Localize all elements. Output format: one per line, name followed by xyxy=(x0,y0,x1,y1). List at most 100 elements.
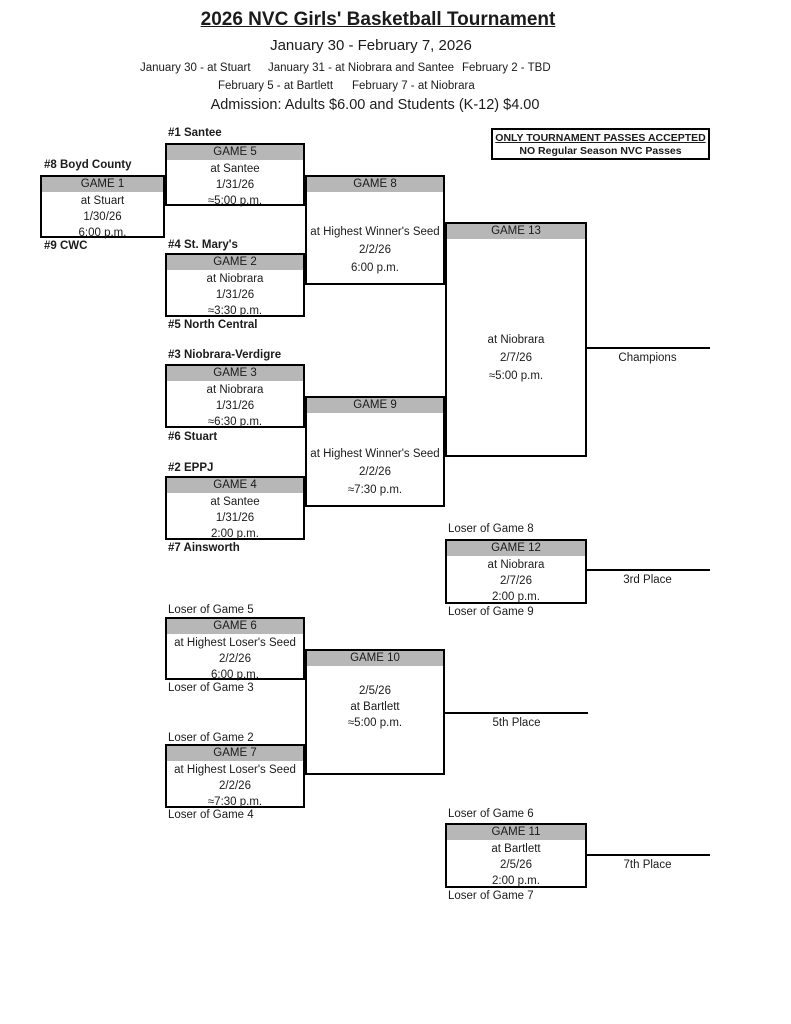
game-4-box: GAME 4 at Santee 1/31/26 2:00 p.m. xyxy=(165,476,305,540)
schedule-item-feb7: February 7 - at Niobrara xyxy=(352,80,475,92)
game-1-venue: at Stuart xyxy=(80,195,125,207)
third-place-label: 3rd Place xyxy=(623,574,672,586)
feeder-label-loser-game-2: Loser of Game 2 xyxy=(168,732,254,744)
seed-label-6-stuart: #6 Stuart xyxy=(168,431,218,443)
game-11-header: GAME 11 xyxy=(447,825,585,840)
game-8-box: GAME 8 at Highest Winner's Seed 2/2/26 6… xyxy=(305,175,445,285)
game-7-time: ≈7:30 p.m. xyxy=(207,796,263,808)
game-3-details: at Niobrara 1/31/26 ≈6:30 p.m. xyxy=(167,381,303,430)
game-4-time: 2:00 p.m. xyxy=(211,528,259,540)
game-9-details: at Highest Winner's Seed 2/2/26 ≈7:30 p.… xyxy=(307,413,443,499)
seventh-place-label: 7th Place xyxy=(623,859,672,871)
schedule-item-jan31: January 31 - at Niobrara and Santee xyxy=(268,62,455,74)
game-2-venue: at Niobrara xyxy=(206,273,264,285)
game-13-header: GAME 13 xyxy=(447,224,585,239)
game-6-box: GAME 6 at Highest Loser's Seed 2/2/26 6:… xyxy=(165,617,305,683)
game-4-details: at Santee 1/31/26 2:00 p.m. xyxy=(167,493,303,542)
game-2-header: GAME 2 xyxy=(167,255,303,270)
game-1-box: GAME 1 at Stuart 1/30/26 6:00 p.m. xyxy=(40,175,165,239)
game-9-header: GAME 9 xyxy=(307,398,443,413)
game-12-header: GAME 12 xyxy=(447,541,585,556)
game-12-details: at Niobrara 2/7/26 2:00 p.m. xyxy=(447,556,585,605)
feeder-label-loser-game-4: Loser of Game 4 xyxy=(168,809,254,821)
game-7-details: at Highest Loser's Seed 2/2/26 ≈7:30 p.m… xyxy=(167,761,303,810)
game-6-header: GAME 6 xyxy=(167,619,303,634)
game-5-date: 1/31/26 xyxy=(215,179,255,191)
game-3-box: GAME 3 at Niobrara 1/31/26 ≈6:30 p.m. xyxy=(165,364,305,428)
game-13-venue: at Niobrara xyxy=(487,334,545,346)
game-3-date: 1/31/26 xyxy=(215,400,255,412)
game-4-date: 1/31/26 xyxy=(215,512,255,524)
seed-label-1-santee: #1 Santee xyxy=(168,127,222,139)
game-7-header: GAME 7 xyxy=(167,746,303,761)
game-6-date: 2/2/26 xyxy=(219,653,251,665)
game-5-header: GAME 5 xyxy=(167,145,303,160)
game-2-box: GAME 2 at Niobrara 1/31/26 ≈3:30 p.m. xyxy=(165,253,305,317)
seventh-place-line xyxy=(585,854,710,856)
game-5-venue: at Santee xyxy=(210,163,260,175)
game-9-time: ≈7:30 p.m. xyxy=(347,484,403,496)
feeder-label-loser-game-6: Loser of Game 6 xyxy=(448,808,534,820)
game-8-venue: at Highest Winner's Seed xyxy=(310,226,440,238)
champions-line xyxy=(585,347,710,349)
feeder-label-loser-game-5: Loser of Game 5 xyxy=(168,604,254,616)
seed-label-9-cwc: #9 CWC xyxy=(44,240,88,252)
game-5-details: at Santee 1/31/26 ≈5:00 p.m. xyxy=(167,160,303,209)
seed-label-7-ainsworth: #7 Ainsworth xyxy=(168,542,240,554)
date-range: January 30 - February 7, 2026 xyxy=(270,37,472,54)
game-7-date: 2/2/26 xyxy=(219,780,251,792)
game-8-header: GAME 8 xyxy=(307,177,443,192)
game-11-box: GAME 11 at Bartlett 2/5/26 2:00 p.m. xyxy=(445,823,587,888)
schedule-item-feb5: February 5 - at Bartlett xyxy=(218,80,334,92)
game-8-date: 2/2/26 xyxy=(359,244,391,256)
game-12-box: GAME 12 at Niobrara 2/7/26 2:00 p.m. xyxy=(445,539,587,604)
game-1-time: 6:00 p.m. xyxy=(78,227,127,239)
feeder-label-loser-game-7: Loser of Game 7 xyxy=(448,890,534,902)
game-12-venue: at Niobrara xyxy=(487,559,545,571)
game-11-date: 2/5/26 xyxy=(500,859,532,871)
game-1-date: 1/30/26 xyxy=(83,211,122,223)
game-7-box: GAME 7 at Highest Loser's Seed 2/2/26 ≈7… xyxy=(165,744,305,808)
game-9-venue: at Highest Winner's Seed xyxy=(310,448,440,460)
page-title: 2026 NVC Girls' Basketball Tournament xyxy=(200,9,556,30)
game-5-box: GAME 5 at Santee 1/31/26 ≈5:00 p.m. xyxy=(165,143,305,209)
game-1-header: GAME 1 xyxy=(42,177,163,192)
game-7-venue: at Highest Loser's Seed xyxy=(174,764,296,776)
game-10-date: 2/5/26 xyxy=(359,685,391,697)
game-3-time: ≈6:30 p.m. xyxy=(207,416,263,428)
game-3-venue: at Niobrara xyxy=(206,384,264,396)
fifth-place-line xyxy=(445,712,588,714)
seed-label-5-north-central: #5 North Central xyxy=(168,319,258,331)
game-6-details: at Highest Loser's Seed 2/2/26 6:00 p.m. xyxy=(167,634,303,683)
seed-label-8-boyd-county: #8 Boyd County xyxy=(44,159,132,171)
champions-label: Champions xyxy=(618,352,677,364)
pass-notice-line2: NO Regular Season NVC Passes xyxy=(519,145,682,157)
admission-info: Admission: Adults $6.00 and Students (K-… xyxy=(210,97,540,113)
game-13-details: at Niobrara 2/7/26 ≈5:00 p.m. xyxy=(447,239,585,385)
game-8-time: 6:00 p.m. xyxy=(351,262,399,274)
game-2-details: at Niobrara 1/31/26 ≈3:30 p.m. xyxy=(167,270,303,319)
fifth-place-label: 5th Place xyxy=(492,717,541,729)
game-6-venue: at Highest Loser's Seed xyxy=(174,637,296,649)
game-4-header: GAME 4 xyxy=(167,478,303,493)
game-4-venue: at Santee xyxy=(210,496,260,508)
third-place-line xyxy=(585,569,710,571)
schedule-item-jan30: January 30 - at Stuart xyxy=(140,62,251,74)
feeder-label-loser-game-8: Loser of Game 8 xyxy=(448,523,534,535)
game-5-time: ≈5:00 p.m. xyxy=(207,195,263,207)
game-9-date: 2/2/26 xyxy=(359,466,391,478)
game-6-time: 6:00 p.m. xyxy=(211,669,259,681)
game-13-box: GAME 13 at Niobrara 2/7/26 ≈5:00 p.m. xyxy=(445,222,587,457)
game-9-box: GAME 9 at Highest Winner's Seed 2/2/26 ≈… xyxy=(305,396,445,507)
game-10-header: GAME 10 xyxy=(307,651,443,666)
game-11-venue: at Bartlett xyxy=(491,843,541,855)
pass-notice-box: ONLY TOURNAMENT PASSES ACCEPTED NO Regul… xyxy=(491,128,710,160)
game-3-header: GAME 3 xyxy=(167,366,303,381)
seed-label-3-niobrara-verdigre: #3 Niobrara-Verdigre xyxy=(168,349,282,361)
game-2-time: ≈3:30 p.m. xyxy=(207,305,263,317)
seed-label-4-st-marys: #4 St. Mary's xyxy=(168,239,238,251)
game-11-time: 2:00 p.m. xyxy=(492,875,540,887)
game-10-box: GAME 10 2/5/26 at Bartlett ≈5:00 p.m. xyxy=(305,649,445,775)
feeder-label-loser-game-3: Loser of Game 3 xyxy=(168,682,254,694)
